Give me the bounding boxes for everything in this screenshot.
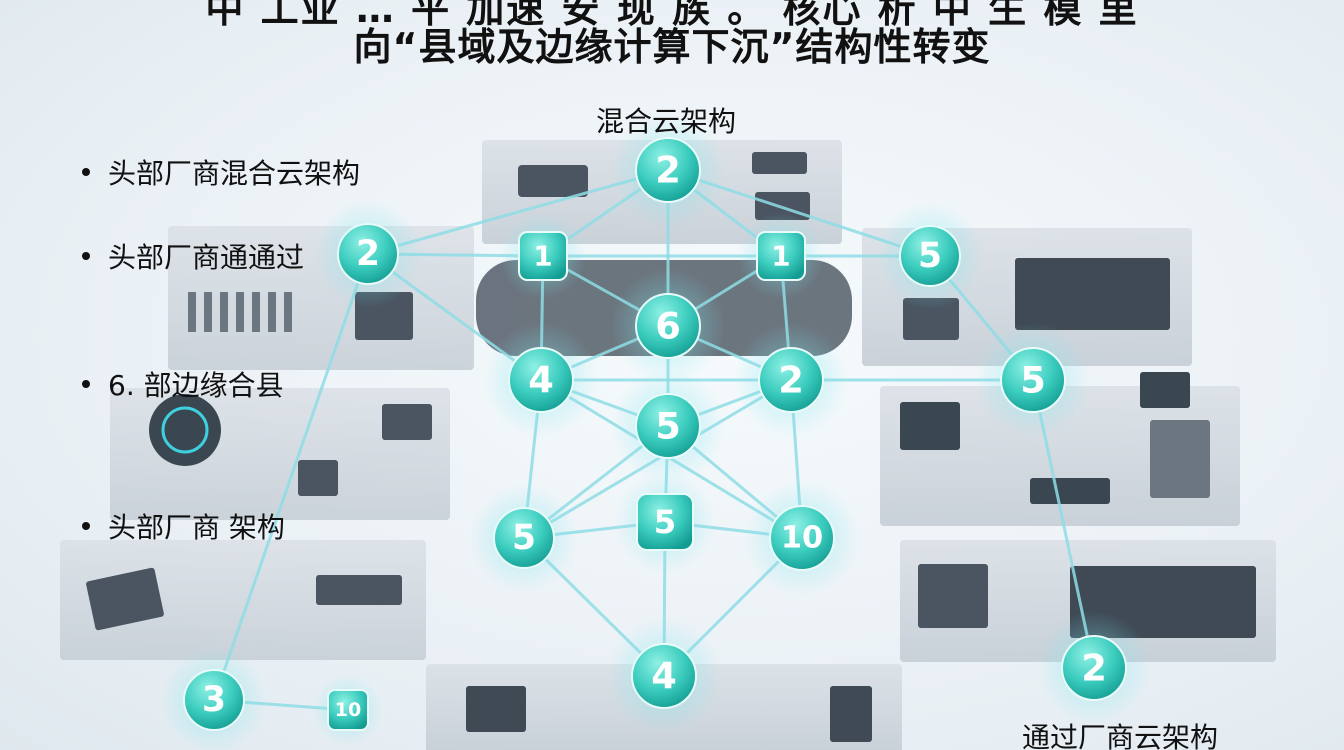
bullet-text: 6. 部边缘合县	[108, 369, 284, 402]
panel-bottom-center-widget	[466, 686, 526, 732]
node-n-4a: 4	[508, 347, 574, 413]
bullet-item-4: 头部厂商 架构	[82, 506, 285, 546]
bullet-item-3: 6. 部边缘合县	[82, 364, 284, 404]
panel-top-center-widget-1	[518, 165, 588, 197]
node-shape	[518, 231, 568, 281]
node-shape	[327, 689, 369, 731]
node-n-10b: 10	[327, 689, 369, 731]
edge-n-4a-n-10a	[540, 378, 803, 540]
bullet-dot-icon	[82, 252, 90, 260]
node-label: 5	[512, 518, 536, 558]
node-shape	[756, 231, 806, 281]
node-label: 5	[1020, 359, 1046, 402]
node-shape	[631, 643, 697, 709]
node-label: 4	[528, 359, 554, 402]
panel-right-mid-widget-1	[900, 402, 960, 450]
node-shape	[508, 347, 574, 413]
panel-right-mid-widget-3	[1030, 478, 1110, 504]
panel-right-bottom-widget	[918, 564, 988, 628]
node-shape	[635, 293, 701, 359]
panel-right-top-chart	[1015, 258, 1170, 330]
node-n-5e: 5	[636, 493, 694, 551]
node-n-6: 6	[635, 293, 701, 359]
edge-n-top-n-left	[367, 168, 669, 256]
edge-n-right5b-n-2c	[1031, 379, 1096, 669]
node-shape	[183, 669, 245, 731]
node-n-top: 2	[635, 137, 701, 203]
node-label: 6	[655, 305, 681, 348]
panel-left-mid-dial	[149, 394, 221, 466]
node-n-3: 3	[183, 669, 245, 731]
node-n-1a: 1	[518, 231, 568, 281]
node-label: 3	[202, 680, 226, 720]
node-n-left: 2	[337, 223, 399, 285]
title-line-1: 中 工业 … 平 加速 安 现 族 。 核心 析 中 生 模 里	[205, 0, 1139, 31]
diagram-nodes: 2 2 1 1 5 6 4 2 5 5 5 5 10 4 2 3 10	[183, 137, 1127, 731]
panel-top-center-widget-2	[752, 152, 807, 174]
bullet-dot-icon	[82, 522, 90, 530]
panel-right-top-widget	[903, 298, 959, 340]
bullet-dot-icon	[82, 380, 90, 388]
bullet-text: 头部厂商 架构	[108, 511, 285, 544]
panel-left-bottom-widget	[86, 567, 164, 631]
node-n-1b: 1	[756, 231, 806, 281]
bullet-item-2: 头部厂商通通过	[82, 236, 304, 276]
node-label: 2	[1081, 647, 1107, 690]
node-label: 5	[655, 405, 681, 448]
edge-n-top-n-right5a	[667, 168, 931, 258]
panel-right-mid-widget-4	[1150, 420, 1210, 498]
node-n-4b: 4	[631, 643, 697, 709]
bullet-item-1: 头部厂商混合云架构	[82, 152, 360, 192]
top-label: 混合云架构	[596, 105, 737, 138]
node-n-5c: 5	[635, 393, 701, 459]
node-n-10a: 10	[769, 505, 835, 571]
bullet-dot-icon	[82, 168, 90, 176]
node-n-right5b: 5	[1000, 347, 1066, 413]
node-label: 2	[655, 149, 681, 192]
node-label: 1	[533, 240, 552, 273]
node-label: 10	[781, 521, 823, 556]
node-n-2b: 2	[758, 347, 824, 413]
bullet-text: 头部厂商通通过	[108, 241, 305, 274]
panel-left-bottom-widget-2	[316, 575, 402, 605]
node-shape	[337, 223, 399, 285]
node-shape	[899, 225, 961, 287]
node-shape	[1061, 635, 1127, 701]
panel-bottom-center-widget-2	[830, 686, 872, 742]
edge-n-4a-n-left	[367, 252, 542, 382]
node-shape	[635, 393, 701, 459]
panel-right-mid-widget-2	[1140, 372, 1190, 408]
node-label: 5	[654, 503, 676, 541]
panel-left-top-sliders	[188, 292, 292, 332]
title-line-2: 向“县域及边缘计算下沉”结构性转变	[353, 25, 991, 69]
node-shape	[758, 347, 824, 413]
node-label: 1	[771, 240, 790, 273]
edge-n-2b-n-5d	[523, 378, 792, 540]
node-shape	[635, 137, 701, 203]
edge-n-left-n-3	[212, 253, 370, 701]
node-label: 4	[651, 655, 677, 698]
node-n-2c: 2	[1061, 635, 1127, 701]
node-label: 10	[335, 699, 361, 721]
node-label: 2	[356, 234, 380, 274]
panel-left-mid-widget-2	[298, 460, 338, 496]
node-n-right5a: 5	[899, 225, 961, 287]
node-label: 2	[778, 359, 804, 402]
node-shape	[1000, 347, 1066, 413]
node-shape	[636, 493, 694, 551]
node-n-5d: 5	[493, 507, 555, 569]
node-shape	[769, 505, 835, 571]
bullet-text: 头部厂商混合云架构	[108, 157, 361, 190]
node-shape	[493, 507, 555, 569]
bottom-right-label: 通过厂商云架构	[1022, 721, 1219, 750]
node-label: 5	[918, 236, 942, 276]
panel-left-mid-widget	[382, 404, 432, 440]
